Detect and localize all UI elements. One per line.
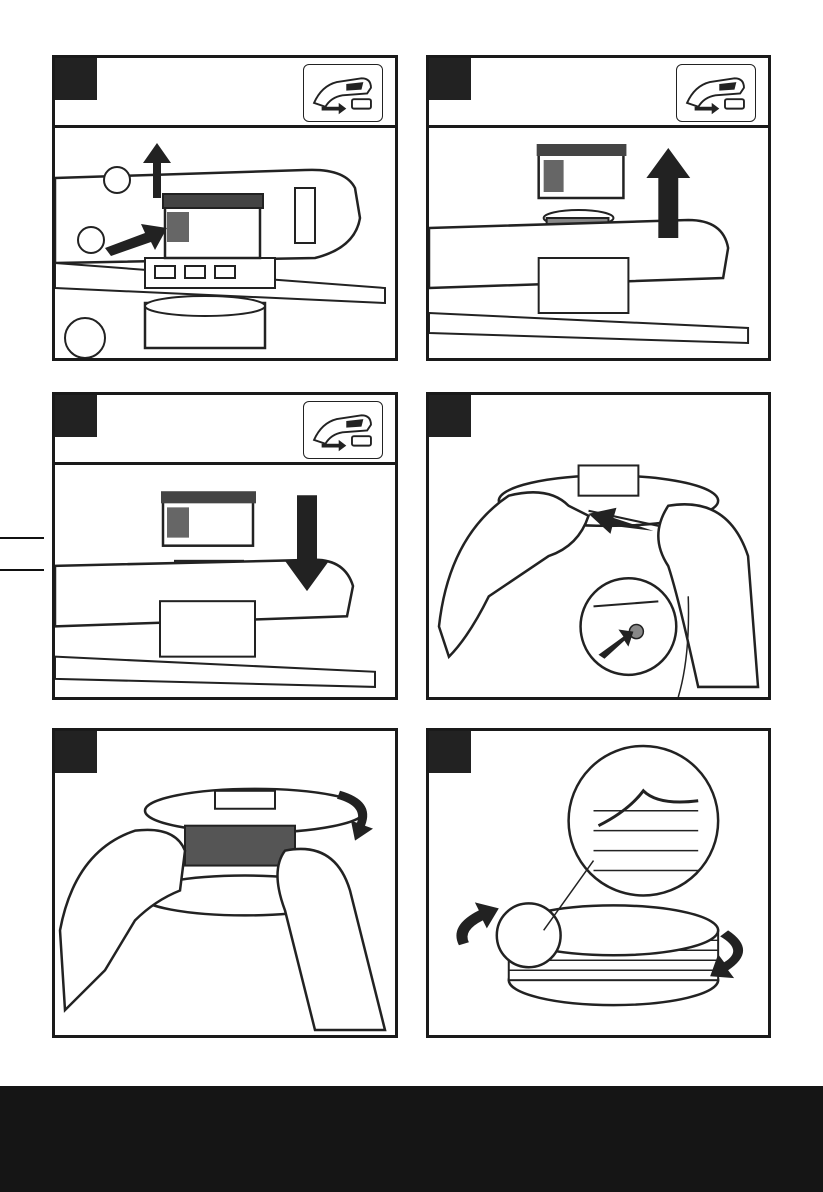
step-number-badge <box>429 58 471 100</box>
margin-mark-top <box>0 537 44 539</box>
trimmer-head-removal-icon <box>676 64 756 122</box>
illustration-remove-spool-cap <box>55 128 395 358</box>
panel-header <box>55 395 395 465</box>
illustration-wind-line <box>55 731 395 1035</box>
panel-header <box>55 58 395 128</box>
margin-mark-bottom <box>0 569 44 571</box>
panel-step-2 <box>426 55 771 361</box>
panel-step-6 <box>426 728 771 1038</box>
illustration-lift-spool <box>429 128 768 358</box>
step-number-badge <box>55 58 97 100</box>
footer-bar <box>0 1086 823 1192</box>
panel-step-4 <box>426 392 771 700</box>
panel-step-1 <box>52 55 398 361</box>
illustration-thread-line <box>429 395 768 697</box>
illustration-secure-line <box>429 731 768 1035</box>
panel-step-5 <box>52 728 398 1038</box>
panel-header <box>429 58 768 128</box>
illustration-insert-spool <box>55 465 395 697</box>
panel-step-3 <box>52 392 398 700</box>
step-number-badge <box>55 395 97 437</box>
trimmer-head-removal-icon <box>303 401 383 459</box>
trimmer-head-removal-icon <box>303 64 383 122</box>
